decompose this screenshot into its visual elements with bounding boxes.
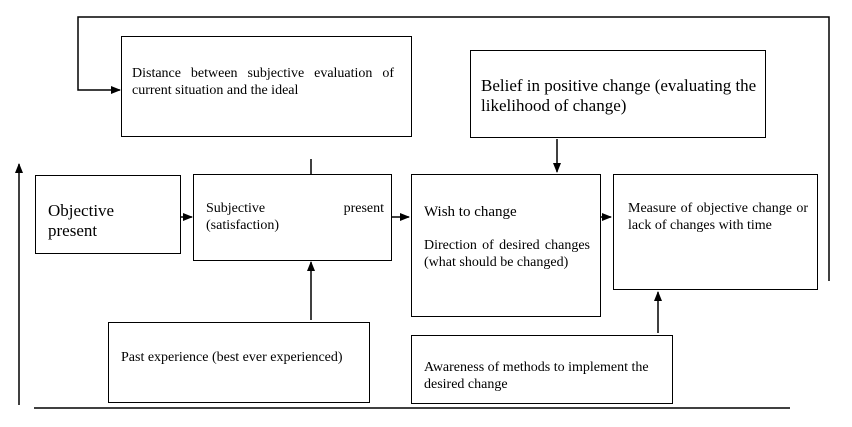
node-objective-present-label: Objective present [48,201,115,241]
node-wish-sublabel: Direction of desired changes (what shoul… [424,238,590,270]
node-past-label: Past experience (best ever experienced) [121,350,343,365]
node-wish-label: Wish to change [424,204,517,220]
node-belief: Belief in positive change (evaluating th… [470,50,766,138]
node-subjective-present-label: Subjective present (satisfaction) [206,201,384,233]
node-belief-label: Belief in positive change (evaluating th… [481,76,757,116]
node-subjective-present: Subjective present (satisfaction) [193,174,392,261]
node-measure-label: Measure of objective change or lack of c… [628,201,808,233]
node-distance: Distance between subjective evaluation o… [121,36,412,137]
node-objective-present: Objective present [35,175,181,254]
node-measure: Measure of objective change or lack of c… [613,174,818,290]
node-past: Past experience (best ever experienced) [108,322,370,403]
node-wish: Wish to change Direction of desired chan… [411,174,601,317]
edge-measure-to-distance [77,16,830,281]
node-awareness-label: Awareness of methods to implement the de… [424,360,649,392]
node-awareness: Awareness of methods to implement the de… [411,335,673,404]
node-distance-label: Distance between subjective evaluation o… [132,66,394,98]
